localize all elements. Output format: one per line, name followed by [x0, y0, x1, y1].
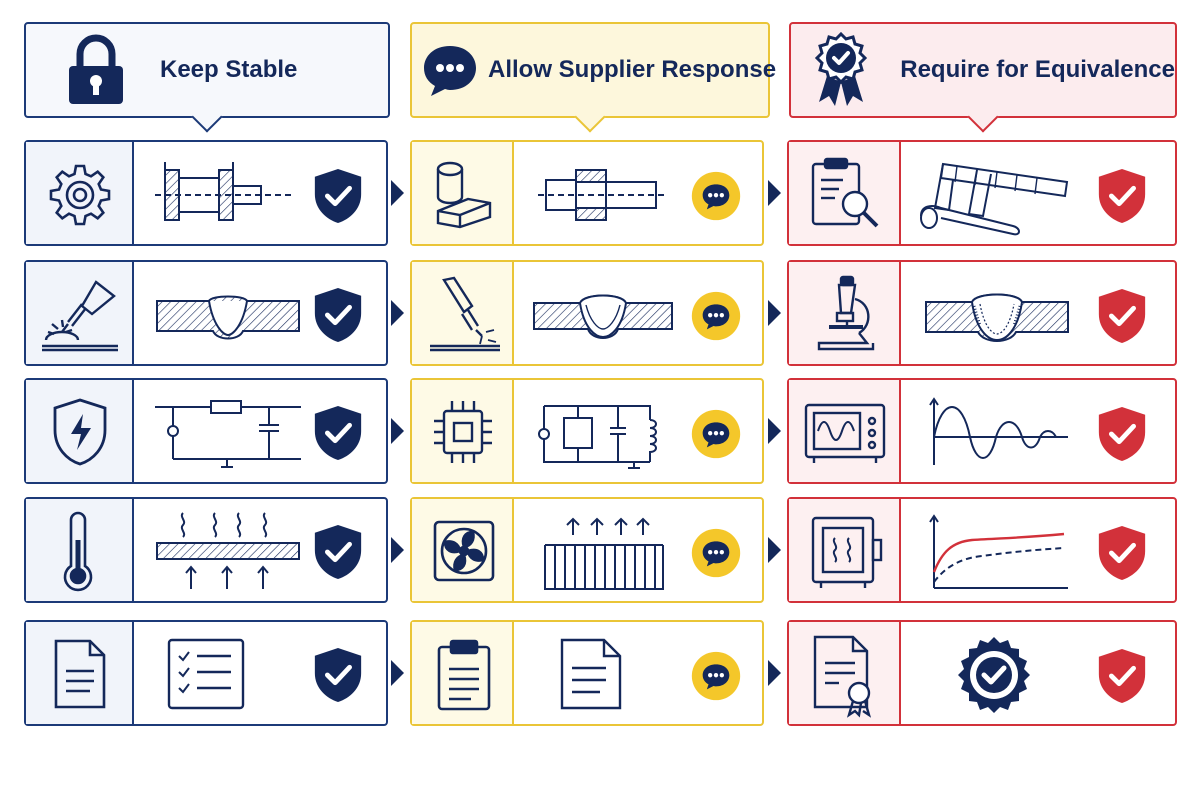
flow-arrow — [768, 418, 781, 444]
row-5-keep-stable-card — [24, 620, 388, 726]
heat-transfer-plate-icon — [148, 509, 308, 593]
row-4-keep-stable-card — [24, 497, 388, 603]
weld-bead-section-icon — [150, 284, 306, 346]
material-stock-icon — [426, 158, 500, 230]
machined-part-drawing-icon — [534, 158, 674, 232]
row-2-keep-stable-card — [24, 260, 388, 366]
flow-arrow — [391, 537, 404, 563]
shield-check-icon — [1093, 648, 1151, 704]
row-1-equivalence-card — [787, 140, 1177, 246]
temperature-curve-plot-icon — [917, 511, 1077, 593]
checklist-icon — [156, 634, 256, 714]
flow-arrow — [391, 300, 404, 326]
flow-arrow — [391, 180, 404, 206]
flow-arrow — [768, 537, 781, 563]
shield-check-icon — [1093, 168, 1151, 224]
weld-macro-section-icon — [917, 286, 1077, 346]
shield-check-icon — [308, 404, 368, 462]
category-icon-panel — [789, 499, 901, 601]
shield-check-icon — [308, 523, 368, 581]
column-header-keep-stable: Keep Stable — [24, 22, 390, 133]
row-1-keep-stable-card — [24, 140, 388, 246]
shield-check-icon — [308, 168, 368, 224]
row-5-equivalence-card — [787, 620, 1177, 726]
document-icon — [42, 634, 118, 714]
category-icon-panel — [789, 380, 901, 482]
header-pointer — [967, 101, 999, 133]
column-title: Keep Stable — [160, 56, 298, 83]
row-4-equivalence-card — [787, 497, 1177, 603]
shield-check-icon — [308, 286, 368, 344]
column-header-allow-supplier-response: Allow Supplier Response — [410, 22, 776, 133]
category-icon-panel — [26, 142, 134, 244]
row-2-supplier-response-card — [410, 260, 764, 366]
circuit-schematic-icon — [534, 396, 674, 472]
shield-check-icon — [1093, 288, 1151, 344]
oscilloscope-icon — [799, 396, 891, 468]
approval-seal-icon — [939, 632, 1049, 718]
category-icon-panel — [412, 380, 514, 482]
header-pointer — [574, 101, 606, 133]
electrical-shield-icon — [40, 394, 120, 470]
gear-icon — [40, 162, 120, 228]
certificate-icon — [803, 632, 887, 718]
row-4-supplier-response-card — [410, 497, 764, 603]
row-3-keep-stable-card — [24, 378, 388, 484]
flow-arrow — [768, 180, 781, 206]
row-3-equivalence-card — [787, 378, 1177, 484]
microchip-icon — [426, 394, 500, 470]
chat-bubble-icon — [688, 290, 744, 342]
column-title: Require for Equivalence — [900, 56, 1175, 83]
row-2-equivalence-card — [787, 260, 1177, 366]
shield-check-icon — [1093, 525, 1151, 581]
chat-bubble-icon — [420, 28, 480, 112]
waveform-plot-icon — [917, 394, 1077, 472]
thermal-chamber-icon — [805, 511, 889, 593]
flow-arrow — [391, 660, 404, 686]
welding-torch-icon — [38, 274, 122, 354]
row-1-supplier-response-card — [410, 140, 764, 246]
lock-icon — [54, 28, 138, 112]
caliper-measure-icon — [917, 152, 1077, 236]
circuit-schematic-icon — [150, 394, 306, 472]
chat-bubble-icon — [688, 527, 744, 579]
flow-arrow — [768, 300, 781, 326]
welding-torch-icon — [424, 274, 504, 354]
clipboard-inspect-icon — [803, 156, 887, 232]
category-icon-panel — [412, 622, 514, 724]
chat-bubble-icon — [688, 170, 744, 222]
flow-arrow — [768, 660, 781, 686]
row-3-supplier-response-card — [410, 378, 764, 484]
award-ribbon-icon — [809, 28, 872, 112]
document-icon — [546, 634, 636, 714]
shield-check-icon — [308, 646, 368, 704]
chat-bubble-icon — [688, 408, 744, 460]
clipboard-icon — [426, 634, 502, 716]
mechanical-assembly-drawing-icon — [154, 158, 306, 232]
row-5-supplier-response-card — [410, 620, 764, 726]
heat-sink-icon — [534, 511, 674, 591]
chat-bubble-icon — [688, 650, 744, 702]
header-pointer — [191, 101, 223, 133]
shield-check-icon — [1093, 406, 1151, 462]
column-header-require-for-equivalence: Require for Equivalence — [789, 22, 1177, 133]
weld-bead-section-icon — [530, 284, 676, 346]
column-title: Allow Supplier Response — [488, 56, 777, 83]
flow-arrow — [391, 418, 404, 444]
microscope-icon — [807, 272, 885, 356]
thermometer-icon — [48, 509, 108, 593]
cooling-fan-icon — [426, 515, 502, 587]
